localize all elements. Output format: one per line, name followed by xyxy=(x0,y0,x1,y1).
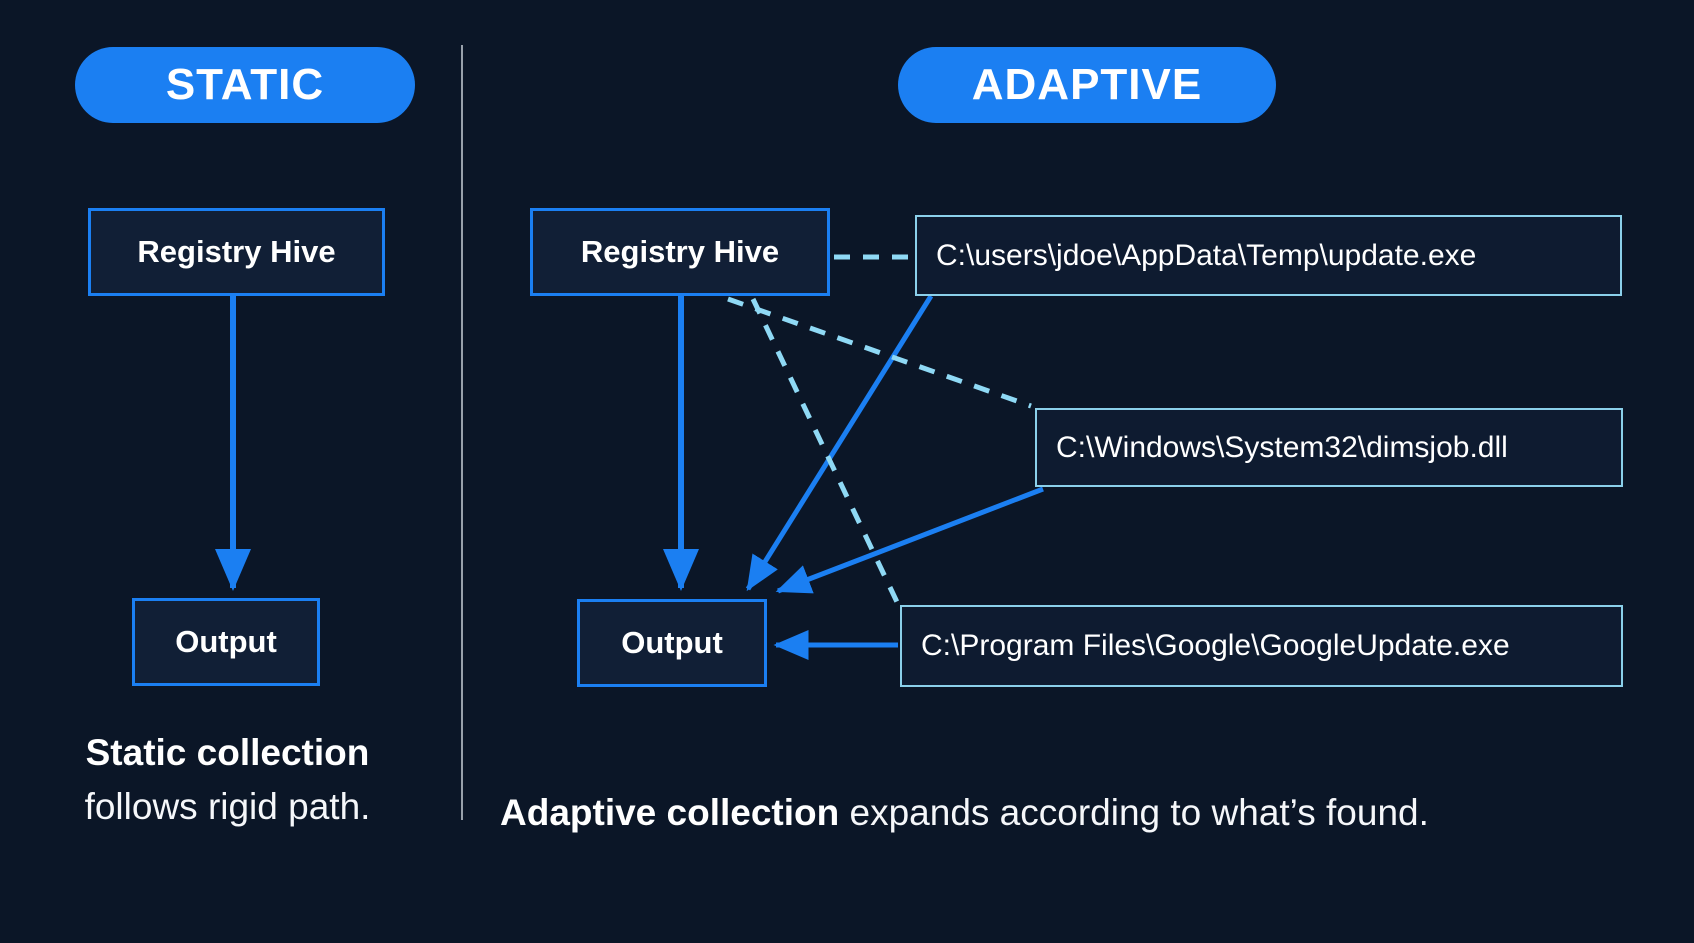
adaptive-registry-hive-label: Registry Hive xyxy=(580,234,780,269)
arrow-dimsjob-dll-to-output xyxy=(775,486,1044,594)
static-output-node: Output xyxy=(132,598,320,686)
adaptive-output-node: Output xyxy=(577,599,767,687)
filepath-node-dimsjob-dll: C:\Windows\System32\dimsjob.dll xyxy=(1035,408,1623,487)
static-caption-rest: follows rigid path. xyxy=(84,785,371,827)
filepath-update-exe-label: C:\users\jdoe\AppData\Temp\update.exe xyxy=(936,238,1477,272)
adaptive-badge-label: ADAPTIVE xyxy=(971,60,1203,109)
adaptive-caption-bold: Adaptive collection xyxy=(500,792,840,833)
filepath-dimsjob-dll-label: C:\Windows\System32\dimsjob.dll xyxy=(1056,430,1508,464)
arrow-update-exe-to-output xyxy=(745,294,934,592)
static-registry-hive-node: Registry Hive xyxy=(88,208,385,296)
static-caption: Static collection follows rigid path. xyxy=(30,726,425,833)
adaptive-caption: Adaptive collection expands according to… xyxy=(500,792,1690,834)
static-badge-label: STATIC xyxy=(165,60,325,109)
static-registry-hive-label: Registry Hive xyxy=(137,234,336,269)
static-output-label: Output xyxy=(175,624,277,659)
adaptive-caption-rest: expands according to what’s found. xyxy=(839,792,1429,833)
dashed-link-registry-to-dimsjob-dll xyxy=(727,296,1032,409)
adaptive-badge: ADAPTIVE xyxy=(898,47,1276,123)
filepath-node-update-exe: C:\users\jdoe\AppData\Temp\update.exe xyxy=(915,215,1622,296)
adaptive-registry-hive-node: Registry Hive xyxy=(530,208,830,296)
static-badge: STATIC xyxy=(75,47,415,123)
static-caption-bold: Static collection xyxy=(85,732,370,773)
filepath-googleupdate-exe-label: C:\Program Files\Google\GoogleUpdate.exe xyxy=(921,629,1510,662)
panel-divider xyxy=(461,45,463,820)
filepath-node-googleupdate-exe: C:\Program Files\Google\GoogleUpdate.exe xyxy=(900,605,1623,687)
adaptive-output-label: Output xyxy=(621,625,723,660)
dashed-link-registry-to-googleupdate xyxy=(750,297,900,604)
